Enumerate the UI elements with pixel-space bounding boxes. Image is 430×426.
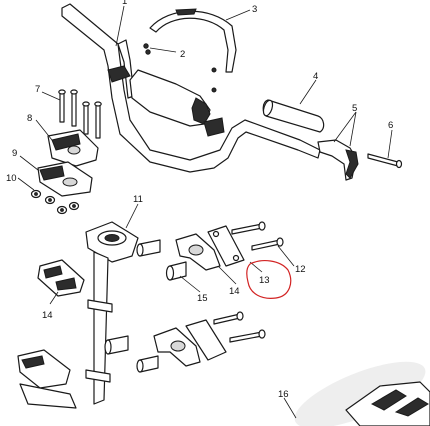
clamp-bolts <box>143 43 217 93</box>
callout-labels: 1 2 3 4 5 6 7 8 9 10 11 12 13 14 14 15 1… <box>6 0 393 400</box>
callout-14a: 14 <box>42 310 53 321</box>
callout-10: 10 <box>6 173 17 184</box>
callout-15: 15 <box>197 293 208 304</box>
pivot-bolts-upper <box>231 221 284 251</box>
callout-2: 2 <box>180 49 185 60</box>
callout-5: 5 <box>352 103 357 114</box>
callout-3: 3 <box>252 4 257 15</box>
callout-1: 1 <box>122 0 127 7</box>
callout-16: 16 <box>278 389 289 400</box>
callout-13: 13 <box>259 275 270 286</box>
footrest-lower-left <box>17 349 77 409</box>
long-bolts <box>58 89 102 139</box>
bar-clamps <box>107 65 225 137</box>
bushings <box>104 239 187 373</box>
callout-6: 6 <box>388 120 393 131</box>
lever-pin <box>367 153 403 169</box>
handlebar-pad <box>129 69 211 127</box>
nuts <box>30 189 80 215</box>
callout-7: 7 <box>35 84 40 95</box>
pedal-bracket-upper <box>175 225 245 271</box>
crossbar-brace <box>149 8 237 73</box>
stem-post <box>85 221 139 405</box>
lower-clamp-block <box>37 161 93 197</box>
brake-lever <box>317 139 359 181</box>
handlebar <box>61 3 321 173</box>
callout-11: 11 <box>133 194 143 205</box>
upper-clamp-block <box>47 129 99 167</box>
pedal-bracket-lower <box>153 311 266 367</box>
callout-8: 8 <box>27 113 32 124</box>
callout-12: 12 <box>295 264 306 275</box>
callout-14b: 14 <box>229 286 240 297</box>
callout-9: 9 <box>12 148 17 159</box>
watermark <box>294 361 426 426</box>
callout-13-highlight <box>246 260 292 299</box>
leader-lines <box>17 5 393 419</box>
callout-4: 4 <box>313 71 318 82</box>
footrest-right <box>345 381 430 426</box>
footrest-upper-left <box>37 259 85 297</box>
handlebar-grip <box>262 99 325 133</box>
